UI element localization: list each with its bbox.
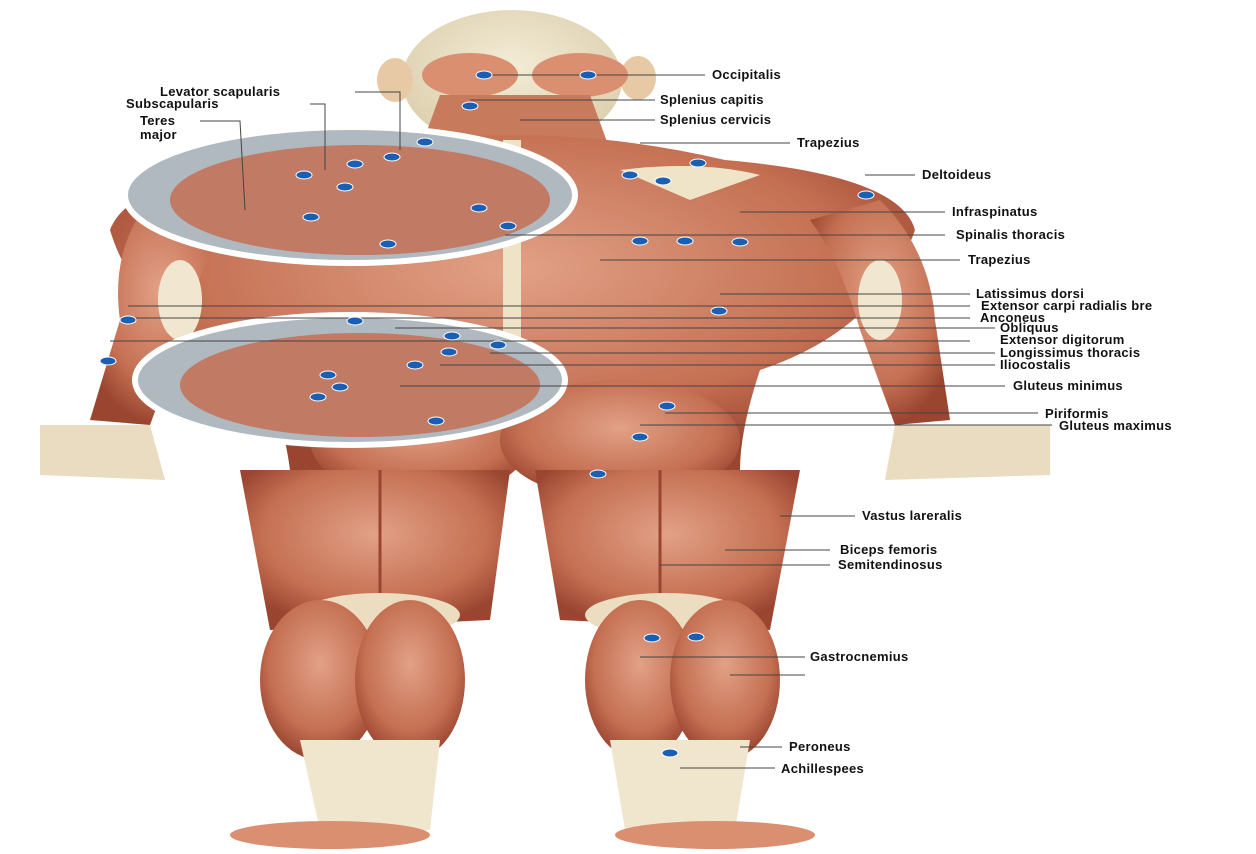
marker (662, 749, 678, 757)
marker (296, 171, 312, 179)
right-calf-outer (670, 600, 780, 760)
marker (711, 307, 727, 315)
marker (120, 316, 136, 324)
marker (655, 177, 671, 185)
marker (441, 348, 457, 356)
marker (303, 213, 319, 221)
marker (320, 371, 336, 379)
label-splenius-cervicis: Splenius cervicis (660, 113, 771, 127)
marker (632, 433, 648, 441)
upper-back-inset (125, 127, 575, 263)
marker (444, 332, 460, 340)
marker (100, 357, 116, 365)
marker (690, 159, 706, 167)
label-peroneus: Peroneus (789, 740, 851, 754)
label-gluteus-maximus: Gluteus maximus (1059, 419, 1172, 433)
marker (490, 341, 506, 349)
marker (644, 634, 660, 642)
lower-back-inset (135, 315, 565, 445)
marker (310, 393, 326, 401)
label-infraspinatus: Infraspinatus (952, 205, 1038, 219)
marker (462, 102, 478, 110)
marker (688, 633, 704, 641)
body-figure (40, 10, 1050, 849)
label-subscapularis: Subscapularis (126, 97, 219, 111)
label-trapezius-lower: Trapezius (968, 253, 1031, 267)
marker (580, 71, 596, 79)
label-semitendinosus: Semitendinosus (838, 558, 943, 572)
marker (380, 240, 396, 248)
marker (622, 171, 638, 179)
label-trapezius-upper: Trapezius (797, 136, 860, 150)
marker (677, 237, 693, 245)
label-vastus-lateralis: Vastus lareralis (862, 509, 962, 523)
marker (476, 71, 492, 79)
marker (428, 417, 444, 425)
label-gluteus-minimus: Gluteus minimus (1013, 379, 1123, 393)
marker (384, 153, 400, 161)
left-hand (40, 425, 165, 480)
marker (632, 237, 648, 245)
marker (347, 317, 363, 325)
label-achillespees: Achillespees (781, 762, 864, 776)
left-calf-inner (355, 600, 465, 760)
marker (471, 204, 487, 212)
label-splenius-capitis: Splenius capitis (660, 93, 764, 107)
label-spinalis-thoracis: Spinalis thoracis (956, 228, 1065, 242)
marker (659, 402, 675, 410)
marker (732, 238, 748, 246)
label-gastrocnemius: Gastrocnemius (810, 650, 909, 664)
marker (337, 183, 353, 191)
marker (858, 191, 874, 199)
label-occipitalis: Occipitalis (712, 68, 781, 82)
label-teres-major: Teres major (140, 114, 177, 142)
marker (347, 160, 363, 168)
label-deltoideus: Deltoideus (922, 168, 991, 182)
label-iliocostalis: Iliocostalis (1000, 358, 1071, 372)
marker (407, 361, 423, 369)
label-biceps-femoris: Biceps femoris (840, 543, 937, 557)
marker (332, 383, 348, 391)
marker (417, 138, 433, 146)
marker (500, 222, 516, 230)
right-hand (885, 425, 1050, 480)
marker (590, 470, 606, 478)
